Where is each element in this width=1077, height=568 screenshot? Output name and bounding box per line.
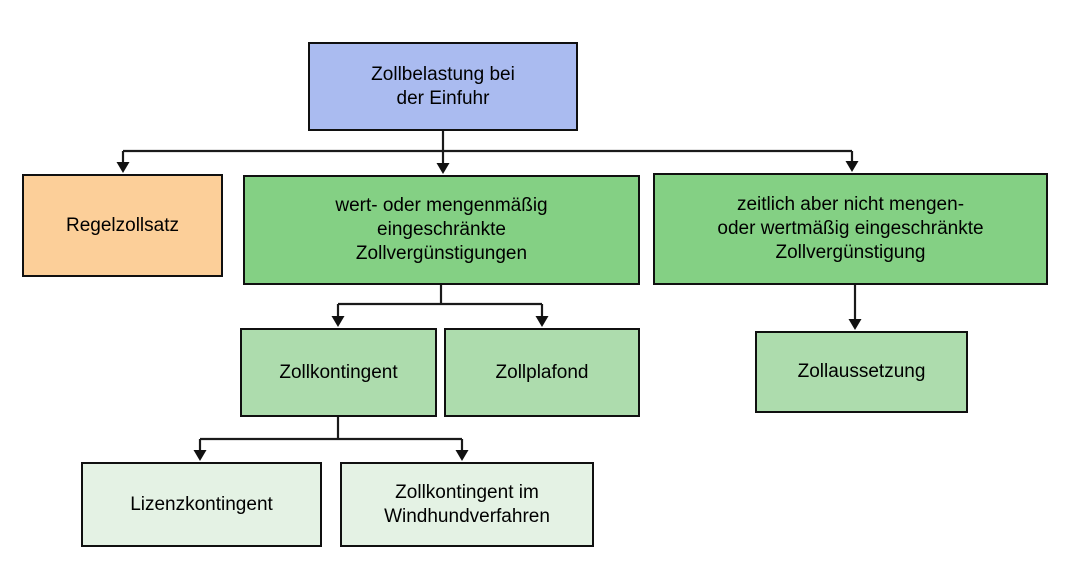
arrowhead-zollaussetzung: [848, 319, 862, 330]
arrowhead-zollplafond: [535, 316, 549, 327]
node-zollaussetzung: Zollaussetzung: [755, 331, 968, 413]
node-wert-oder-mengenmaessig-eingeschraenkte-zollverguenstigungen: wert- oder mengenmäßig eingeschränkte Zo…: [243, 175, 640, 285]
node-zollkontingent-im-windhundverfahren: Zollkontingent im Windhundverfahren: [340, 462, 594, 547]
arrowhead-zollkontingent: [331, 316, 345, 327]
edge-zollkontingent-to-level4: [193, 417, 469, 461]
arrowhead-lizenzkontingent: [193, 450, 207, 461]
node-zollplafond: Zollplafond: [444, 328, 640, 417]
node-zeitlich-eingeschraenkte-zollverguenstigung: zeitlich aber nicht mengen- oder wertmäß…: [653, 173, 1048, 285]
edge-zeitlich-to-zollaussetzung: [848, 285, 862, 330]
arrowhead-wert-mengen: [436, 163, 450, 174]
node-lizenzkontingent: Lizenzkontingent: [81, 462, 322, 547]
node-zollkontingent: Zollkontingent: [240, 328, 437, 417]
node-regelzollsatz: Regelzollsatz: [22, 174, 223, 277]
edge-wertmengen-to-level3: [331, 285, 549, 327]
arrowhead-zeitlich: [845, 161, 859, 172]
node-zollbelastung-bei-der-einfuhr: Zollbelastung bei der Einfuhr: [308, 42, 578, 131]
arrowhead-regelzollsatz: [116, 162, 130, 173]
arrowhead-windhund: [455, 450, 469, 461]
edge-root-to-level2: [116, 131, 859, 174]
